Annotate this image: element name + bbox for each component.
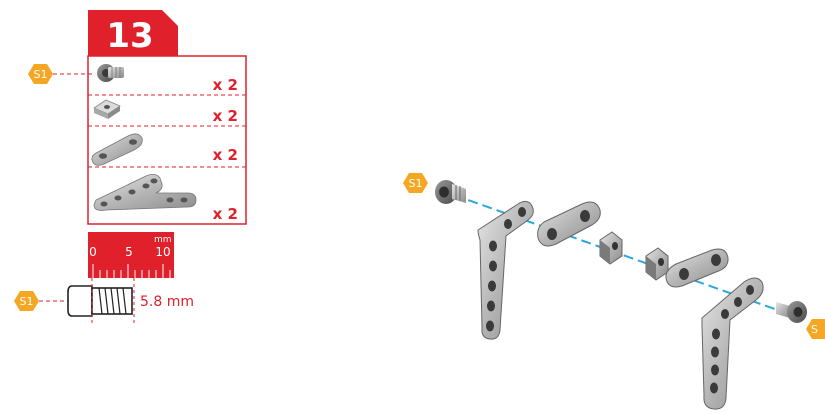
callout-s1-parts: S1 (28, 64, 92, 84)
step-number-badge: 13 (88, 10, 178, 56)
strip-right (665, 248, 729, 288)
parts-row-l-bracket: x 2 (93, 174, 238, 223)
measurement-ruler: mm 0 5 10 (88, 232, 174, 278)
callout-s1-assembly-right: S (806, 319, 825, 339)
ruler-tick-label: 0 (89, 245, 97, 259)
two-hole-strip-icon (91, 133, 143, 166)
screw-length-label: 5.8 mm (140, 294, 194, 310)
l-bracket-right (701, 277, 764, 410)
strip-left (537, 201, 601, 247)
screw-detail: S1 5.8 mm (14, 278, 194, 326)
parts-quantity: x 2 (213, 107, 238, 125)
callout-label: S1 (409, 177, 423, 190)
callout-label: S1 (20, 295, 34, 308)
l-bracket-icon (93, 174, 197, 211)
square-nut-2 (645, 247, 669, 281)
callout-label: S1 (34, 68, 48, 81)
screw-left (435, 180, 466, 204)
callout-label: S (811, 323, 818, 336)
parts-list-panel: x 2 x 2 x 2 (87, 55, 247, 225)
parts-row-screw: x 2 (97, 64, 238, 94)
ruler-unit: mm (154, 235, 172, 245)
l-bracket-left (477, 200, 534, 340)
parts-row-two-hole-strip: x 2 (91, 133, 238, 166)
screw-right (776, 301, 807, 323)
parts-quantity: x 2 (213, 76, 238, 94)
callout-s1-assembly: S1 (403, 173, 428, 193)
ruler-tick-label: 10 (155, 245, 170, 259)
screw-icon (97, 64, 124, 82)
ruler-tick-label: 5 (125, 245, 133, 259)
parts-quantity: x 2 (213, 146, 238, 164)
ruler-ticks (92, 264, 171, 278)
parts-row-square-nut: x 2 (93, 99, 238, 125)
square-nut-icon (93, 99, 121, 119)
exploded-assembly-view: S1 (403, 173, 825, 410)
screw-side-view (67, 285, 133, 317)
parts-quantity: x 2 (213, 205, 238, 223)
square-nut-1 (599, 231, 623, 265)
step-number: 13 (106, 16, 153, 56)
